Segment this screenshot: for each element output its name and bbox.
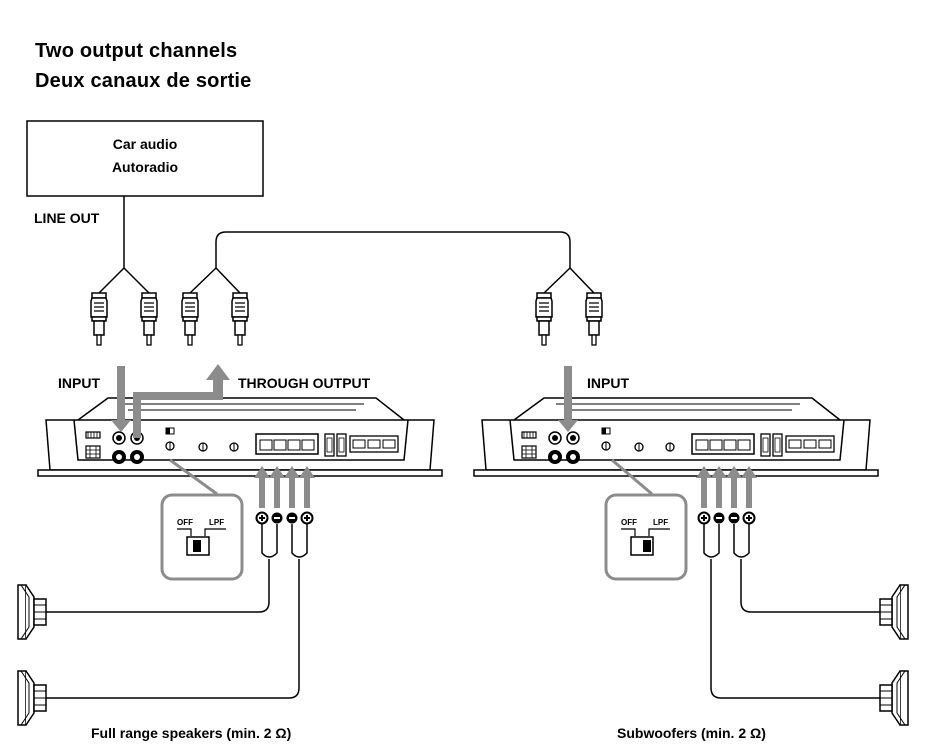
terminal-arrow-l1 xyxy=(254,466,270,508)
minus-terminal-icon xyxy=(712,511,726,525)
terminal-arrow-r4 xyxy=(741,466,757,508)
heading-line-1: Two output channels xyxy=(35,40,238,62)
rca-plug-5 xyxy=(535,292,553,346)
plus-terminal-icon xyxy=(300,511,314,525)
subwoofers-label: Subwoofers (min. 2 Ω) xyxy=(617,725,766,741)
minus-terminal-icon xyxy=(285,511,299,525)
terminal-arrow-l2 xyxy=(269,466,285,508)
speaker-wire-left-2 xyxy=(46,524,308,699)
terminal-arrow-l3 xyxy=(284,466,300,508)
switch-indicator xyxy=(177,528,226,536)
full-range-speaker-2 xyxy=(17,670,47,726)
callout-line-right xyxy=(611,458,653,496)
through-output-arrow xyxy=(133,364,230,438)
minus-terminal-icon xyxy=(727,511,741,525)
autoradio-label: Autoradio xyxy=(112,159,178,175)
rca-plug-3 xyxy=(181,292,199,346)
rca-plug-1 xyxy=(90,292,108,346)
line-out-cable xyxy=(98,196,150,294)
car-audio-box xyxy=(26,120,264,197)
subwoofer-1 xyxy=(879,584,909,640)
plus-terminal-icon xyxy=(742,511,756,525)
speaker-wire-left-1 xyxy=(46,524,278,613)
switch-knob xyxy=(643,540,651,552)
callout-line-left xyxy=(169,458,218,496)
rca-plug-6 xyxy=(585,292,603,346)
input-arrow-left xyxy=(111,366,131,432)
speaker-wire-right-2 xyxy=(703,524,880,699)
speaker-wire-right-1 xyxy=(733,524,880,613)
switch-knob xyxy=(193,540,201,552)
car-audio-label: Car audio xyxy=(113,136,178,152)
subwoofer-2 xyxy=(879,670,909,726)
terminal-arrow-l4 xyxy=(299,466,315,508)
full-range-speaker-1 xyxy=(17,584,47,640)
terminal-arrow-r1 xyxy=(696,466,712,508)
input-arrow-right xyxy=(558,366,578,432)
amplifier-right xyxy=(473,397,879,477)
switch-off-label: OFF xyxy=(621,518,637,527)
rca-plug-2 xyxy=(140,292,158,346)
switch-lpf-label: LPF xyxy=(653,518,668,527)
switch-off-label: OFF xyxy=(177,518,193,527)
switch-lpf-label: LPF xyxy=(209,518,224,527)
heading-line-2: Deux canaux de sortie xyxy=(35,70,252,92)
switch-indicator xyxy=(621,528,670,536)
terminal-arrow-r3 xyxy=(726,466,742,508)
input-label-right: INPUT xyxy=(587,375,629,391)
through-cable xyxy=(189,231,595,294)
rca-plug-4 xyxy=(231,292,249,346)
plus-terminal-icon xyxy=(255,511,269,525)
terminal-arrow-r2 xyxy=(711,466,727,508)
line-out-label: LINE OUT xyxy=(34,210,100,226)
amplifier-left xyxy=(37,397,443,477)
input-label-left: INPUT xyxy=(58,375,100,391)
plus-terminal-icon xyxy=(697,511,711,525)
minus-terminal-icon xyxy=(270,511,284,525)
full-range-speakers-label: Full range speakers (min. 2 Ω) xyxy=(91,725,291,741)
through-output-label: THROUGH OUTPUT xyxy=(238,375,371,391)
